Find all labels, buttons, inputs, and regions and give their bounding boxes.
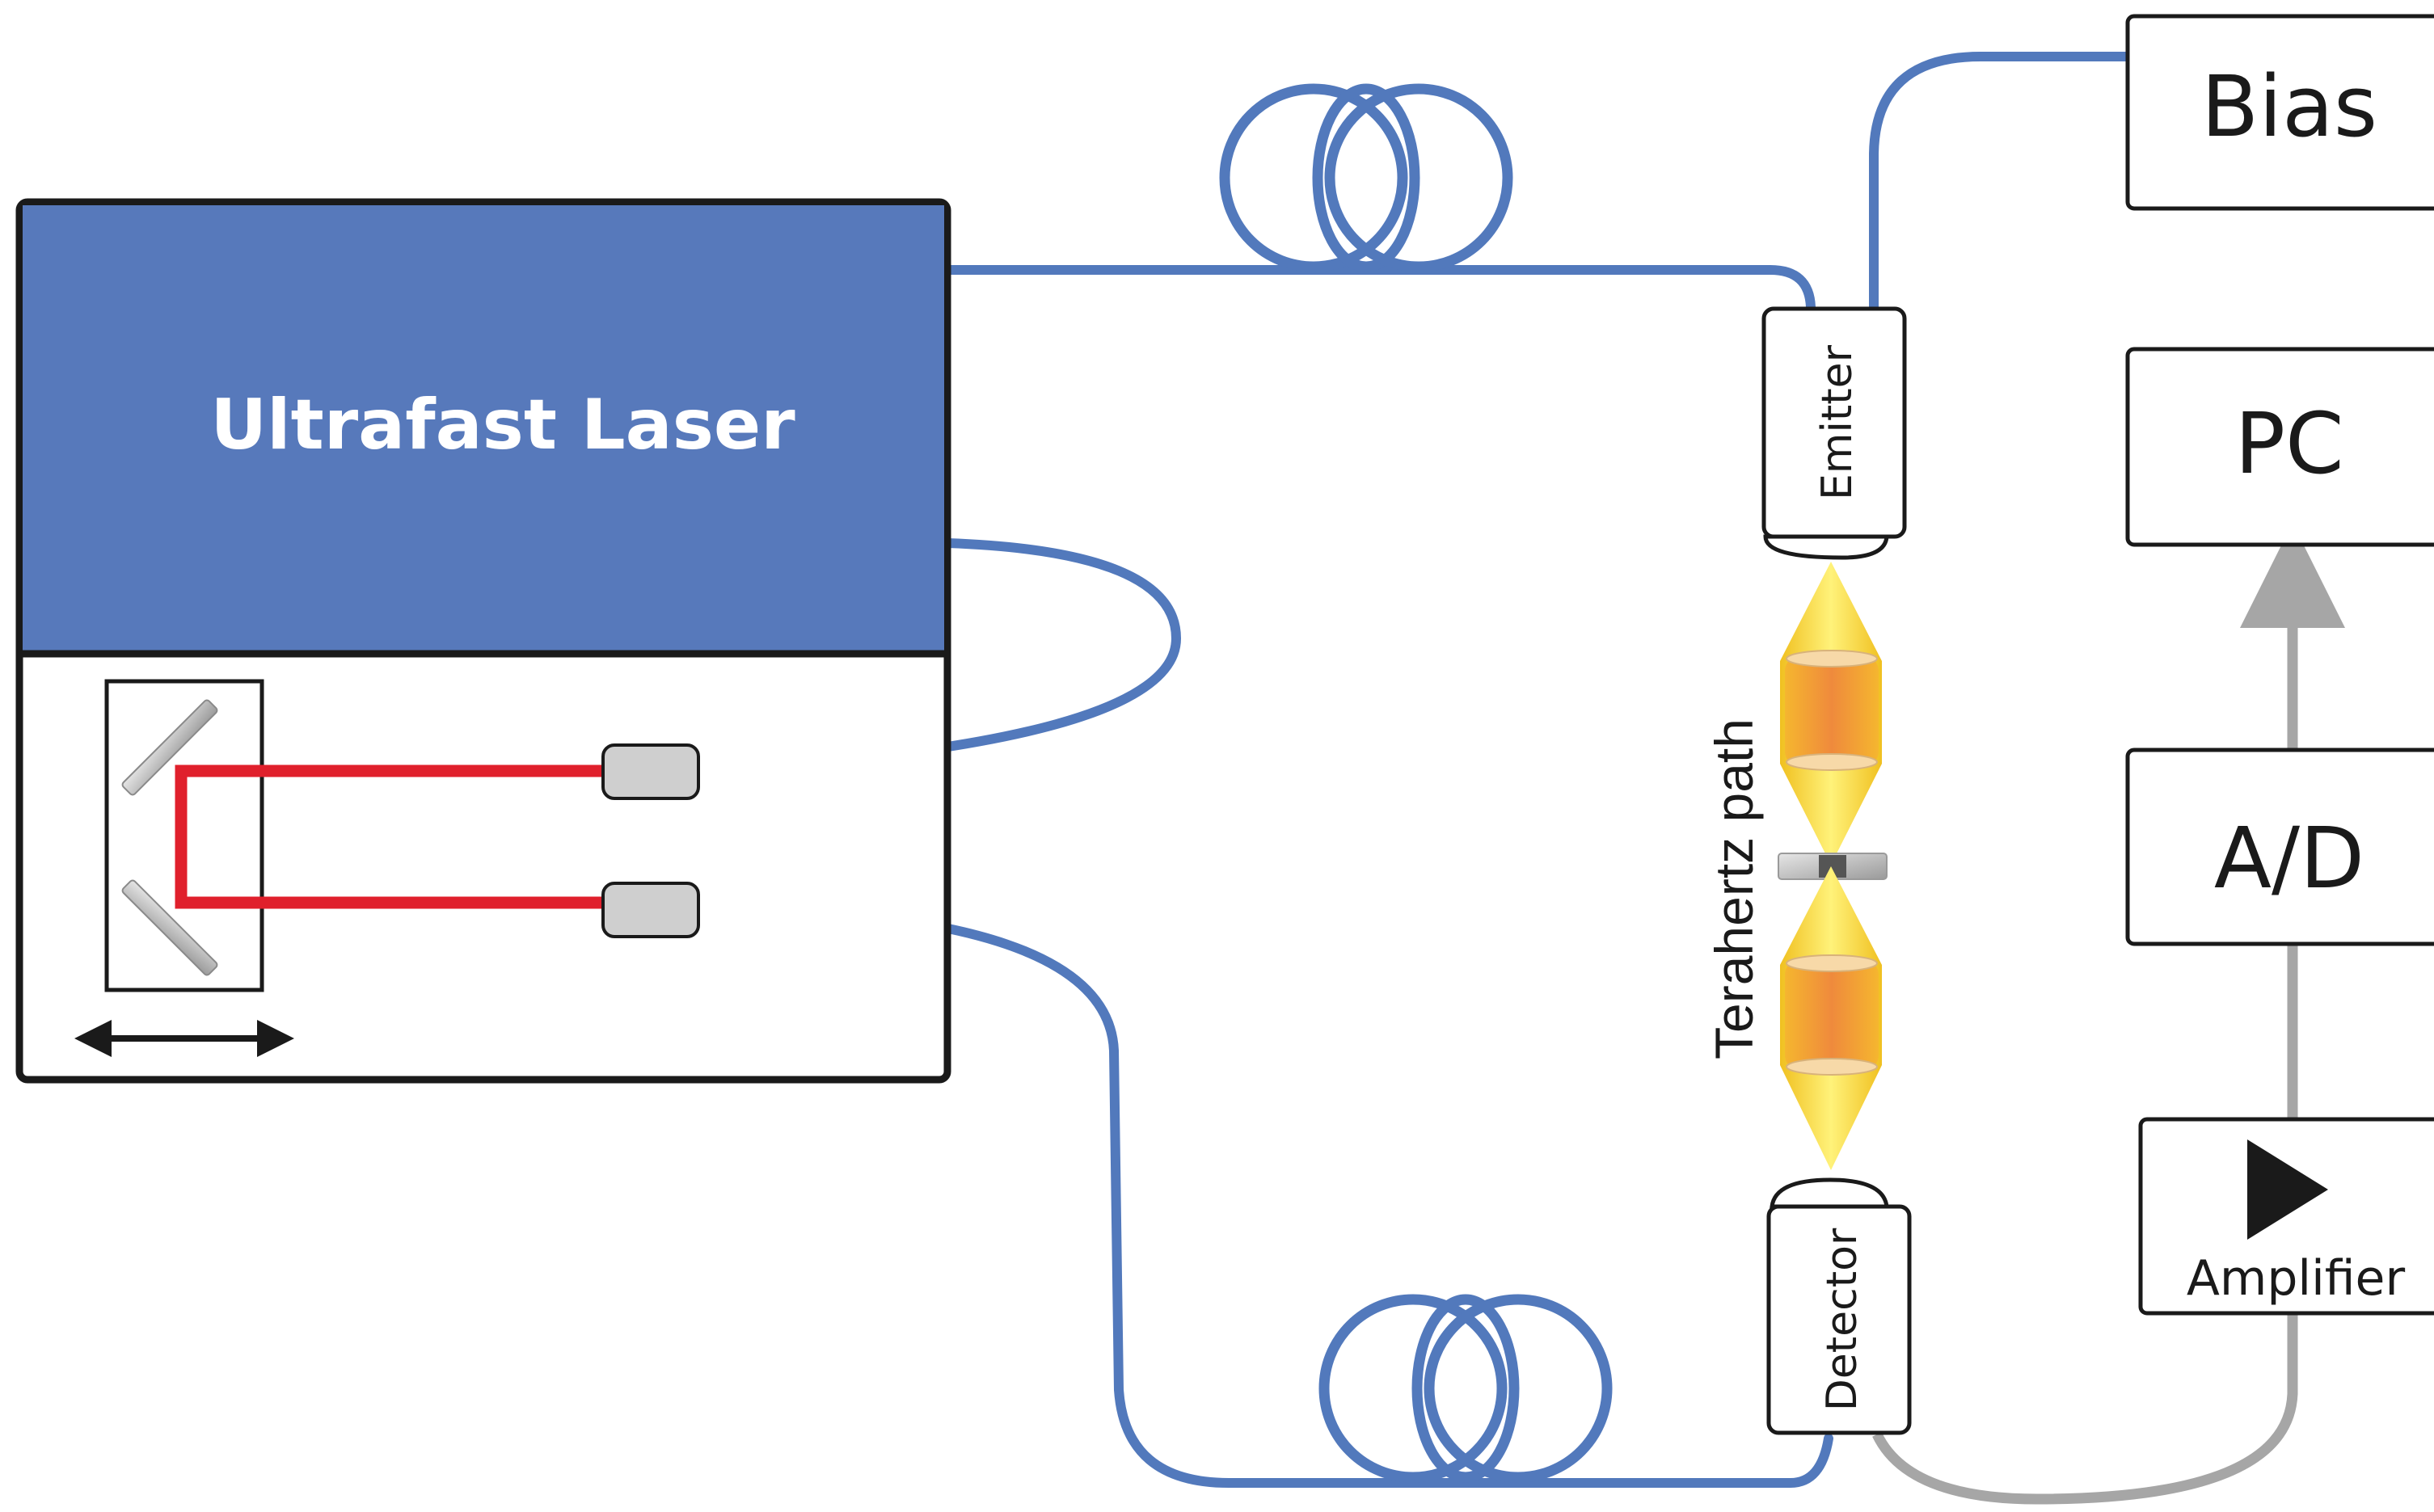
ad-box: A/D	[2125, 748, 2434, 946]
terahertz-beam: Terahertz path	[1704, 534, 1889, 1209]
emitter: Emitter	[1761, 306, 1907, 539]
lower-mirror	[121, 879, 218, 976]
lower-thz-lens	[1785, 960, 1879, 1070]
laser-head	[23, 205, 944, 654]
amplifier-label: Amplifier	[2187, 1250, 2406, 1307]
upper-fiber-coupler	[601, 743, 700, 800]
bias-box: Bias	[2125, 14, 2434, 211]
double-arrow-icon	[74, 1020, 294, 1057]
emitter-box	[1761, 306, 1907, 539]
detector-box	[1766, 1204, 1912, 1435]
triangle-play-icon	[2247, 1139, 2328, 1240]
amplifier-box: Amplifier	[2138, 1117, 2434, 1316]
lower-fiber-coupler	[601, 882, 700, 938]
laser-label: Ultrafast Laser	[210, 385, 795, 465]
bias-label: Bias	[2201, 57, 2377, 156]
detector: Detector	[1766, 1204, 1912, 1435]
delay-stage	[74, 679, 700, 1057]
terahertz-path-label: Terahertz path	[1704, 718, 1764, 1059]
detector-to-amplifier	[1872, 1313, 2298, 1505]
detector-label: Detector	[1818, 1228, 1867, 1411]
pc-label: PC	[2234, 394, 2343, 493]
upper-thz-lens	[1785, 656, 1879, 766]
top-fiber-coil	[1219, 83, 1513, 272]
bias-fiber	[1869, 52, 2132, 312]
pc-box: PC	[2125, 347, 2434, 547]
bottom-fiber-coil	[1318, 1294, 1613, 1483]
emitter-lens-cap	[1763, 534, 1889, 560]
top-fiber	[943, 265, 1816, 312]
ultrafast-laser: Ultrafast Laser	[15, 198, 951, 1084]
fibers	[690, 52, 2132, 1488]
emitter-label: Emitter	[1813, 344, 1862, 500]
signal-lines	[1872, 523, 2345, 1505]
detector-lens-cap	[1770, 1177, 1889, 1209]
upper-mirror	[121, 699, 218, 796]
ad-label: A/D	[2214, 809, 2364, 908]
laser-beam	[175, 764, 608, 909]
